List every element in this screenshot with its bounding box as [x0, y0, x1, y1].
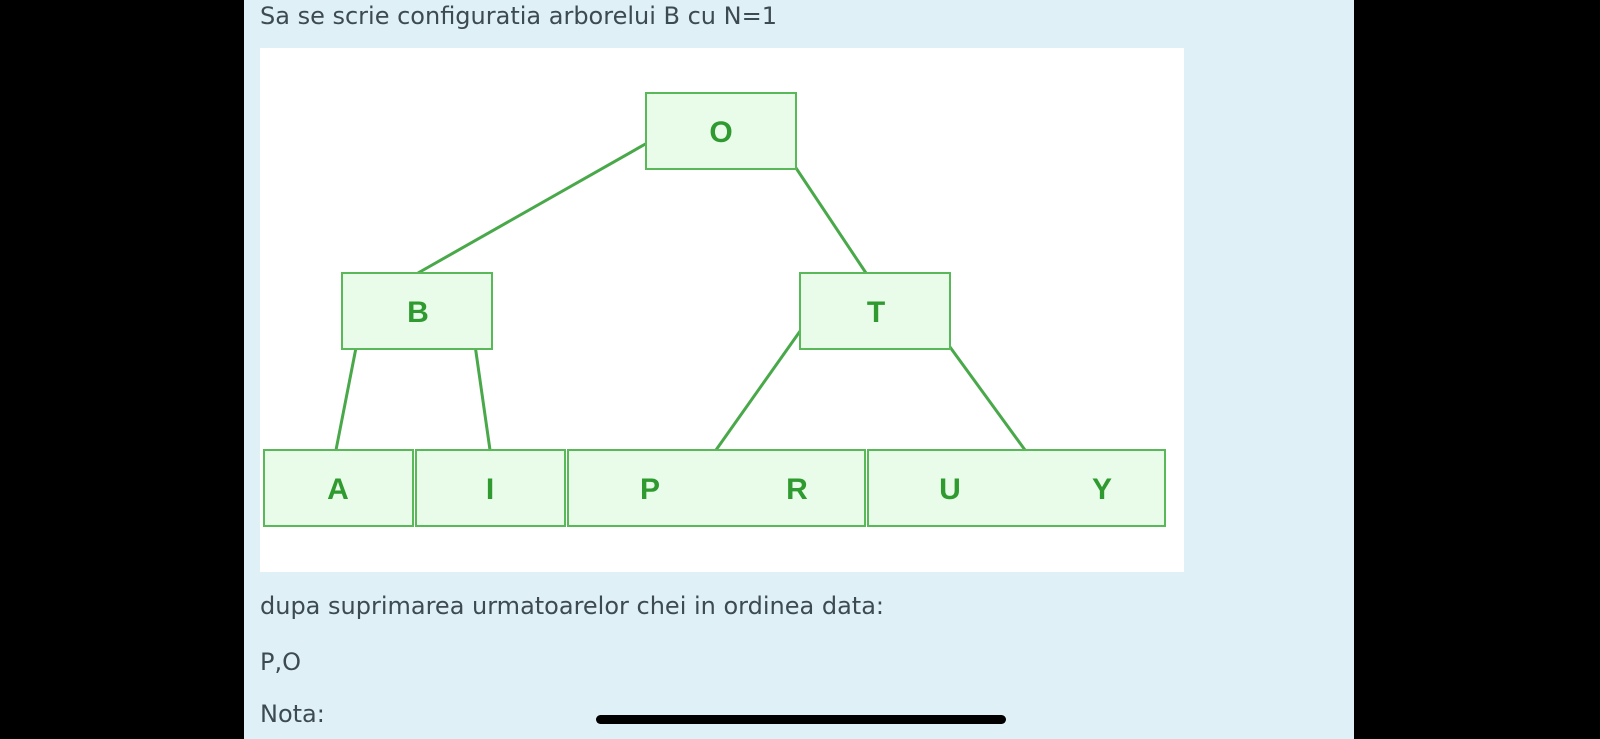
tree-labels: O B T A I P R U Y [327, 116, 1112, 506]
label-a: A [327, 473, 349, 506]
label-y: Y [1092, 473, 1112, 506]
label-o: O [709, 116, 732, 149]
home-indicator[interactable] [596, 715, 1006, 724]
label-p: P [640, 473, 660, 506]
question-panel: Sa se scrie configuratia arborelui B cu … [244, 0, 1354, 739]
b-tree-figure: O B T A I P R U Y [260, 48, 1184, 572]
leaf-i [415, 449, 566, 527]
question-title: Sa se scrie configuratia arborelui B cu … [260, 2, 777, 30]
node-root [645, 92, 797, 170]
edge-t-pr [714, 309, 817, 451]
edge-o-b [417, 136, 657, 275]
note-label: Nota: [260, 700, 325, 728]
label-i: I [486, 473, 494, 506]
leaf-pr [567, 449, 866, 527]
label-t: T [867, 296, 885, 329]
label-u: U [939, 473, 961, 506]
b-tree-diagram: O B T A I P R U Y [263, 92, 1166, 527]
question-instruction: dupa suprimarea urmatoarelor chei in ord… [260, 592, 884, 620]
node-t [799, 272, 951, 350]
leaf-uy [867, 449, 1166, 527]
node-b [341, 272, 493, 350]
tree-nodes [263, 92, 1166, 527]
leaf-a [263, 449, 414, 527]
label-b: B [407, 296, 429, 329]
keys-to-delete: P,O [260, 648, 301, 676]
label-r: R [786, 473, 808, 506]
